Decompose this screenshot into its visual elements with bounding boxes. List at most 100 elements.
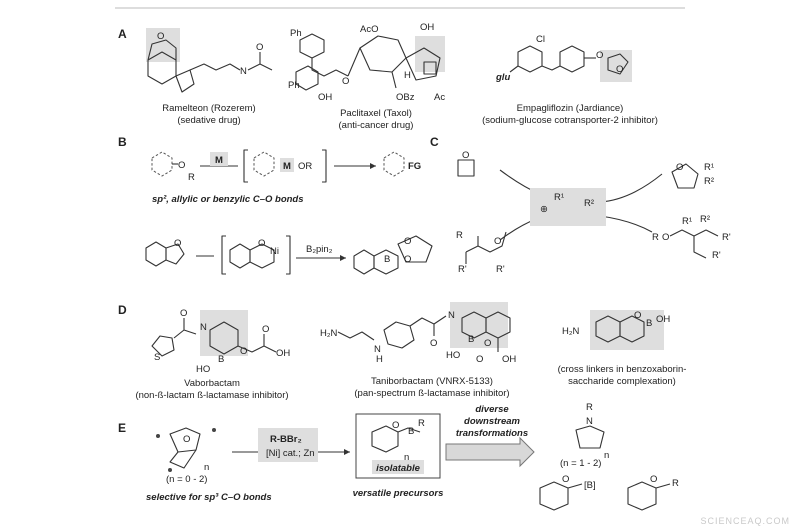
empagliflozin-o-link: O xyxy=(596,50,603,61)
c-prod2-r1: R¹ xyxy=(682,216,692,227)
vaborbactam-name: Vaborbactam xyxy=(184,378,240,389)
panel-b-top-scheme: O R M M OR FG xyxy=(151,149,421,183)
paclitaxel-o: O xyxy=(342,76,349,87)
vaborbactam-structure: S O N B O HO OH O xyxy=(151,308,290,375)
c-rprime-2: R' xyxy=(496,264,505,275)
paclitaxel-ph-2: Ph xyxy=(288,80,300,91)
c-oxetane-o: O xyxy=(462,150,469,161)
e-arrow-line3: transformations xyxy=(456,428,528,439)
taniborbactam-b: B xyxy=(468,334,474,345)
c-allyl-o: O xyxy=(494,236,501,247)
empagliflozin-cl: Cl xyxy=(536,34,545,45)
vaborbactam-ring-o: O xyxy=(240,346,247,357)
e-product-n: n xyxy=(404,452,409,463)
vaborbactam-oh: OH xyxy=(276,348,290,359)
e-pyrrolidine-product: R N n xyxy=(575,402,609,461)
empagliflozin-o-ring: O xyxy=(616,64,623,75)
benzoxaborin-line1: (cross linkers in benzoxaborin- xyxy=(558,364,687,375)
b-r-atom: R xyxy=(188,172,195,183)
b-metal-intermediate: M xyxy=(283,161,291,172)
e-pyrr-sub: n xyxy=(604,450,609,461)
e-product-b: B xyxy=(408,426,414,437)
ramelteon-o-atom: O xyxy=(157,31,164,42)
c-prod2-rprime-2: R' xyxy=(712,250,721,261)
ramelteon-carbonyl-o: O xyxy=(256,42,263,53)
b-boron: B xyxy=(384,254,390,265)
paclitaxel-highlight xyxy=(415,36,445,72)
b-benzofuran-o: O xyxy=(174,238,181,249)
empagliflozin-name: Empagliflozin (Jardiance) xyxy=(517,103,624,114)
e-reagent-box xyxy=(258,428,318,462)
e-prod1-boron: [B] xyxy=(584,480,596,491)
e-isolable: isolatable xyxy=(376,463,421,474)
e-big-arrow xyxy=(445,436,535,468)
paclitaxel-ac: Ac xyxy=(434,92,445,103)
taniborbactam-ring-o: O xyxy=(484,338,491,349)
c-thf-o: O xyxy=(676,162,683,173)
b-metal-reagent: M xyxy=(215,155,223,166)
e-precursors: versatile precursors xyxy=(353,488,444,499)
c-r1: R¹ xyxy=(554,192,564,203)
paclitaxel-oh-top: OH xyxy=(420,22,434,33)
vaborbactam-s: S xyxy=(154,352,160,363)
taniborbactam-class: (pan-spectrum ß-lactamase inhibitor) xyxy=(354,388,509,399)
panel-c-scheme: O R O R' R' ⊕ R¹ R² O R¹ R² R O R¹ R² R'… xyxy=(456,150,731,275)
benzoxaborin-h2n: H₂N xyxy=(562,326,580,337)
c-prod1-r2: R² xyxy=(704,176,714,187)
paclitaxel-h: H xyxy=(404,70,411,81)
ramelteon-name: Ramelteon (Rozerem) xyxy=(162,103,255,114)
e-product-o: O xyxy=(392,420,399,431)
panel-c-label: C xyxy=(430,135,439,149)
paclitaxel-obz: OBz xyxy=(396,92,415,103)
c-rprime-1: R' xyxy=(458,264,467,275)
watermark: SCIENCEAQ.COM xyxy=(700,516,790,526)
benzoxaborin-oh: OH xyxy=(656,314,670,325)
taniborbactam-ho: HO xyxy=(446,350,460,361)
b-or-group: OR xyxy=(298,161,312,172)
vaborbactam-n: N xyxy=(200,322,207,333)
benzoxaborin-highlight xyxy=(590,310,664,350)
paclitaxel-oh: OH xyxy=(318,92,332,103)
e-selectivity: selective for sp³ C–O bonds xyxy=(146,492,272,503)
e-prod2-o: O xyxy=(650,474,657,485)
b-b2pin2: B₂pin₂ xyxy=(306,244,333,255)
c-ro: R xyxy=(456,230,463,241)
e-arrow-line2: downstream xyxy=(464,416,521,427)
vaborbactam-ho: HO xyxy=(196,364,210,375)
c-prod2-rprime-1: R' xyxy=(722,232,731,243)
paclitaxel-ph-1: Ph xyxy=(290,28,302,39)
vaborbactam-highlight xyxy=(200,310,248,356)
panel-b-bottom-scheme: O O Ni B₂pin₂ B O O xyxy=(145,235,433,275)
c-r2: R² xyxy=(584,198,594,209)
ramelteon-n-atom: N xyxy=(240,66,247,77)
panel-e-label: E xyxy=(118,421,126,435)
paclitaxel-aco: AcO xyxy=(360,24,378,35)
empagliflozin-structure: Cl O O glu xyxy=(495,34,632,83)
taniborbactam-h2n: H₂N xyxy=(320,328,338,339)
e-pyrr-n: N xyxy=(586,416,593,427)
b-fg: FG xyxy=(408,161,421,172)
panel-d-label: D xyxy=(118,303,127,317)
ramelteon-structure: O N O xyxy=(146,28,273,93)
b-caption: sp², allylic or benzylic C–O bonds xyxy=(152,194,304,205)
c-carbene-box xyxy=(530,188,606,226)
e-boron-product-2: O R xyxy=(627,474,679,511)
paclitaxel-name: Paclitaxel (Taxol) xyxy=(340,108,412,119)
vaborbactam-o: O xyxy=(180,308,187,319)
taniborbactam-nh: N xyxy=(374,344,381,355)
e-substrate-n: n xyxy=(204,462,209,473)
b-pin-o1: O xyxy=(404,236,411,247)
benzoxaborin-structure: H₂N O B OH xyxy=(562,310,670,350)
e-product-r: R xyxy=(418,418,425,429)
benzoxaborin-line2: saccharide complexation) xyxy=(568,376,676,387)
empagliflozin-glu: glu xyxy=(495,72,510,83)
taniborbactam-acid-oh: OH xyxy=(502,354,516,365)
paclitaxel-structure: Ph Ph AcO OH OH H OBz Ac O xyxy=(288,22,445,103)
c-prod2-o: O xyxy=(662,232,669,243)
e-conditions: [Ni] cat.; Zn xyxy=(266,448,315,459)
e-reagent: R-BBr₂ xyxy=(270,434,302,445)
empagliflozin-class: (sodium-glucose cotransporter-2 inhibito… xyxy=(482,115,658,126)
taniborbactam-structure: H₂N N H O N B O HO O OH xyxy=(320,302,516,365)
panel-e-product-box: O B R n isolatable xyxy=(355,413,441,479)
